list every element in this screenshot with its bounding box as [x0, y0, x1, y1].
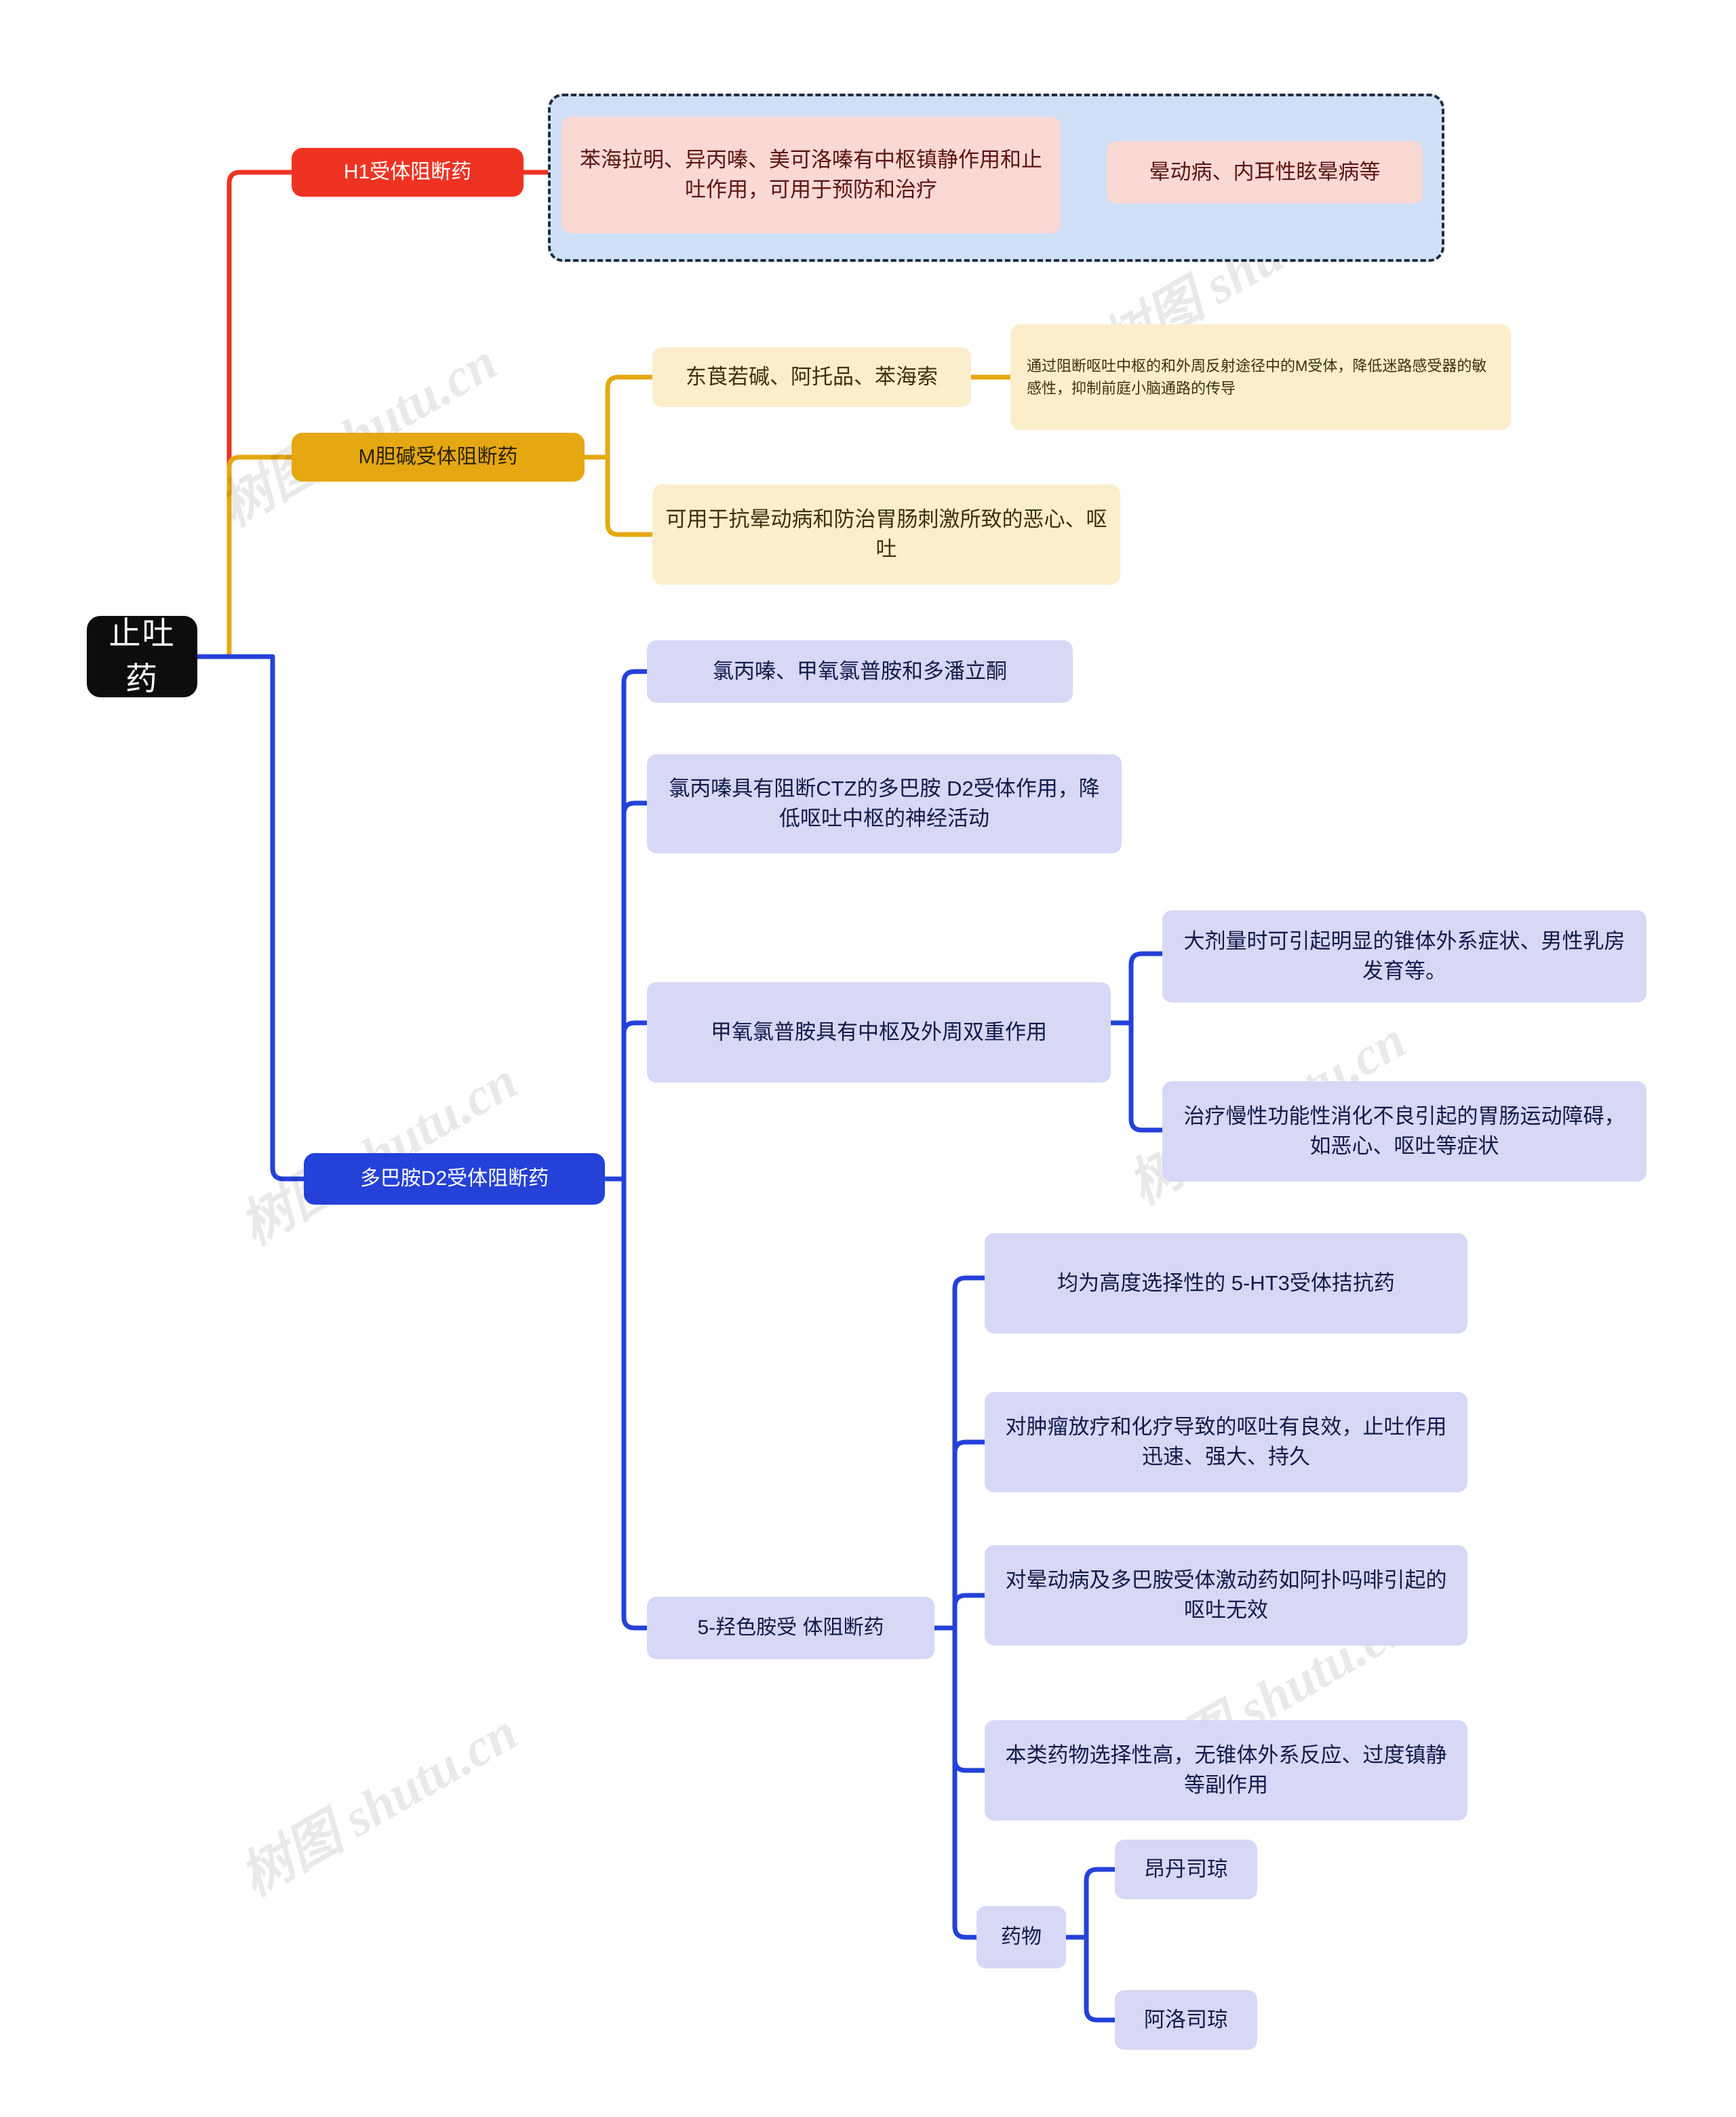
wire-root-m [195, 454, 294, 659]
wire-root-h1 [195, 170, 294, 659]
branch-h1-label: H1受体阻断药 [343, 160, 472, 183]
branch-m-label: M胆碱受体阻断药 [358, 445, 518, 468]
drug-alosetron-node[interactable]: 阿洛司琼 [1115, 1990, 1257, 2050]
h1-desc-node[interactable]: 苯海拉明、异丙嗪、美可洛嗪有中枢镇静作用和止吐作用，可用于预防和治疗 [561, 117, 1061, 233]
ht3-ineffective-label: 对晕动病及多巴胺受体激动药如阿扑吗啡引起的呕吐无效 [1005, 1568, 1447, 1622]
h1-indication-label: 晕动病、内耳性眩晕病等 [1149, 159, 1381, 184]
ht3-ineffective-node[interactable]: 对晕动病及多巴胺受体激动药如阿扑吗啡引起的呕吐无效 [985, 1545, 1467, 1646]
wire-ht3-c5 [952, 1625, 979, 1940]
wire-d2-c3 [621, 1020, 650, 1182]
ht3-selectivity-label: 均为高度选择性的 5-HT3受体拮抗药 [1057, 1270, 1395, 1295]
wire-drug-c1 [1084, 1867, 1118, 1940]
d2-chlorpromazine-node[interactable]: 氯丙嗪具有阻断CTZ的多巴胺 D2受体作用，降低呕吐中枢的神经活动 [647, 754, 1122, 853]
d2-metoclopramide-node[interactable]: 甲氧氯普胺具有中枢及外周双重作用 [647, 982, 1111, 1083]
m-use-node[interactable]: 可用于抗晕动病和防治胃肠刺激所致的恶心、呕吐 [652, 484, 1120, 585]
h1-indication-node[interactable]: 晕动病、内耳性眩晕病等 [1107, 141, 1423, 203]
root-node[interactable]: 止吐药 [87, 615, 197, 697]
branch-d2-label: 多巴胺D2受体阻断药 [359, 1167, 549, 1190]
ht3-chemo-label: 对肿瘤放疗和化疗导致的呕吐有良效，止吐作用迅速、强大、持久 [1005, 1414, 1447, 1469]
drug-ondansetron-node[interactable]: 昂丹司琼 [1115, 1840, 1257, 1899]
wire-d2-c2 [621, 800, 650, 1182]
m-mechanism-label: 通过阻断呕吐中枢的和外周反射途径中的M受体，降低迷路感受器的敏感性，抑制前庭小脑… [1027, 357, 1487, 397]
ht3-label: 5-羟色胺受 体阻断药 [697, 1616, 884, 1639]
d2-drugs-label: 氯丙嗪、甲氧氯普胺和多潘立酮 [713, 659, 1007, 683]
drug-alosetron-label: 阿洛司琼 [1144, 2007, 1228, 2032]
d2-drugs-node[interactable]: 氯丙嗪、甲氧氯普胺和多潘立酮 [647, 640, 1073, 703]
wire-drug-c2 [1084, 1935, 1118, 2023]
ht3-sideeffect-label: 本类药物选择性高，无锥体外系反应、过度镇静等副作用 [1005, 1743, 1447, 1797]
d2-metoclopramide-label: 甲氧氯普胺具有中枢及外周双重作用 [711, 1019, 1047, 1044]
d2-dyspepsia-label: 治疗慢性功能性消化不良引起的胃肠运动障碍，如恶心、呕吐等症状 [1183, 1104, 1625, 1158]
branch-m-node[interactable]: M胆碱受体阻断药 [292, 433, 585, 482]
wire-m-c2 [605, 454, 655, 537]
branch-h1-node[interactable]: H1受体阻断药 [292, 148, 524, 197]
d2-eps-label: 大剂量时可引起明显的锥体外系症状、男性乳房发育等。 [1183, 929, 1625, 983]
wire-jiayang-c2 [1128, 1020, 1165, 1133]
wire-d2-c1 [621, 669, 650, 1182]
ht3-drugs-label: 药物 [1001, 1925, 1042, 1948]
wire-root-d2 [195, 654, 307, 1182]
ht3-node[interactable]: 5-羟色胺受 体阻断药 [647, 1597, 934, 1659]
wire-m-c1 [605, 374, 655, 460]
ht3-chemo-node[interactable]: 对肿瘤放疗和化疗导致的呕吐有良效，止吐作用迅速、强大、持久 [985, 1392, 1467, 1492]
d2-chlorpromazine-label: 氯丙嗪具有阻断CTZ的多巴胺 D2受体作用，降低呕吐中枢的神经活动 [669, 776, 1100, 830]
root-node-label: 止吐药 [108, 615, 176, 697]
drug-ondansetron-label: 昂丹司琼 [1144, 1857, 1228, 1881]
wire-d2-c4 [621, 1176, 650, 1631]
d2-eps-node[interactable]: 大剂量时可引起明显的锥体外系症状、男性乳房发育等。 [1162, 910, 1646, 1003]
d2-dyspepsia-node[interactable]: 治疗慢性功能性消化不良引起的胃肠运动障碍，如恶心、呕吐等症状 [1162, 1081, 1646, 1182]
wire-ht3-c4 [952, 1625, 987, 1773]
wire-ht3-c1 [952, 1275, 987, 1631]
m-drugs-node[interactable]: 东莨若碱、阿托品、苯海索 [652, 347, 971, 407]
m-use-label: 可用于抗晕动病和防治胃肠刺激所致的恶心、呕吐 [665, 507, 1107, 561]
ht3-selectivity-node[interactable]: 均为高度选择性的 5-HT3受体拮抗药 [985, 1233, 1467, 1334]
wire-jiayang-c1 [1128, 951, 1165, 1026]
ht3-drugs-node[interactable]: 药物 [976, 1906, 1066, 1968]
ht3-sideeffect-node[interactable]: 本类药物选择性高，无锥体外系反应、过度镇静等副作用 [985, 1720, 1467, 1821]
branch-d2-node[interactable]: 多巴胺D2受体阻断药 [304, 1153, 605, 1205]
wire-ht3-c2 [952, 1439, 987, 1631]
wire-ht3-c3 [952, 1593, 987, 1631]
m-drugs-label: 东莨若碱、阿托品、苯海索 [686, 364, 938, 389]
m-mechanism-node[interactable]: 通过阻断呕吐中枢的和外周反射途径中的M受体，降低迷路感受器的敏感性，抑制前庭小脑… [1010, 324, 1511, 430]
h1-desc-label: 苯海拉明、异丙嗪、美可洛嗪有中枢镇静作用和止吐作用，可用于预防和治疗 [580, 147, 1042, 201]
